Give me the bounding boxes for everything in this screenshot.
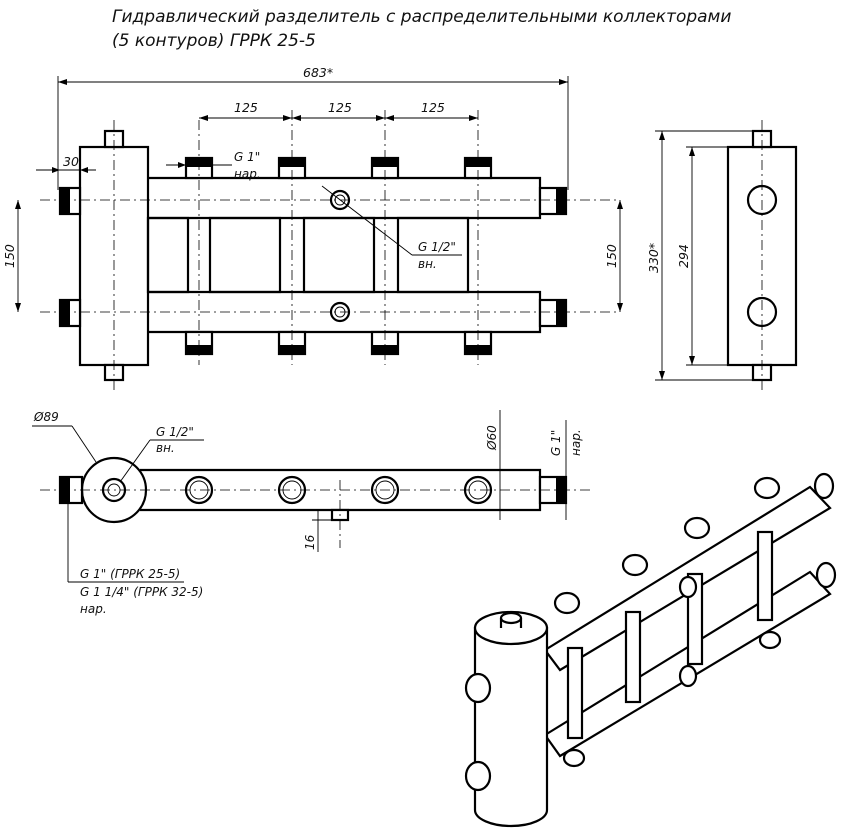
dim-pitch-2: 125 (328, 100, 352, 115)
dim-pitch-3: 125 (421, 100, 445, 115)
tube-2 (208, 216, 282, 294)
label-grrk-type: нар. (80, 602, 107, 616)
dim-side-inner: 294 (676, 244, 691, 268)
dim-body-diameter: Ø89 (33, 410, 59, 424)
label-g12-type: вн. (418, 257, 437, 271)
label-g1-type: нар. (234, 167, 261, 181)
dim-drop: 16 (303, 534, 317, 550)
label-grrk25: G 1" (ГРРК 25-5) (80, 567, 180, 581)
dim-height-left: 150 (2, 244, 17, 268)
label-grrk32: G 1 1/4" (ГРРК 32-5) (80, 585, 203, 599)
label-g1-side-thread: G 1" (549, 430, 563, 456)
bottom-outlets (184, 330, 493, 356)
tube-1 (146, 216, 190, 294)
drawing-title: Гидравлический разделитель с распределит… (112, 7, 731, 51)
isometric-view (464, 472, 837, 828)
label-g1-side-type: нар. (569, 429, 583, 456)
dim-height-right: 150 (604, 244, 619, 268)
dim-pitch-1: 125 (234, 100, 258, 115)
tube-4 (396, 216, 470, 294)
title-line-2: (5 контуров) ГРРК 25-5 (112, 31, 316, 51)
label-g12-type-top: вн. (156, 441, 175, 455)
dim-side-total: 330* (646, 243, 661, 273)
side-view: 330* 294 (646, 120, 798, 390)
top-outlets (184, 156, 493, 180)
dim-overall-length: 683* (303, 65, 333, 80)
title-line-1: Гидравлический разделитель с распределит… (112, 7, 731, 27)
top-collector-pipe (148, 176, 542, 220)
label-g12-thread: G 1/2" (418, 240, 456, 254)
top-view: Ø89 G 1/2" вн. Ø60 G 1" нар. 16 G 1" (ГР… (32, 410, 590, 616)
label-g1-thread: G 1" (234, 150, 260, 164)
dim-offset: 30 (63, 154, 79, 169)
dim-pipe-diameter: Ø60 (485, 425, 499, 451)
tube-3 (302, 216, 376, 294)
label-g12-thread-top: G 1/2" (156, 425, 194, 439)
front-view: 683* 125 125 125 30 150 150 G 1" нар. G … (2, 65, 623, 390)
